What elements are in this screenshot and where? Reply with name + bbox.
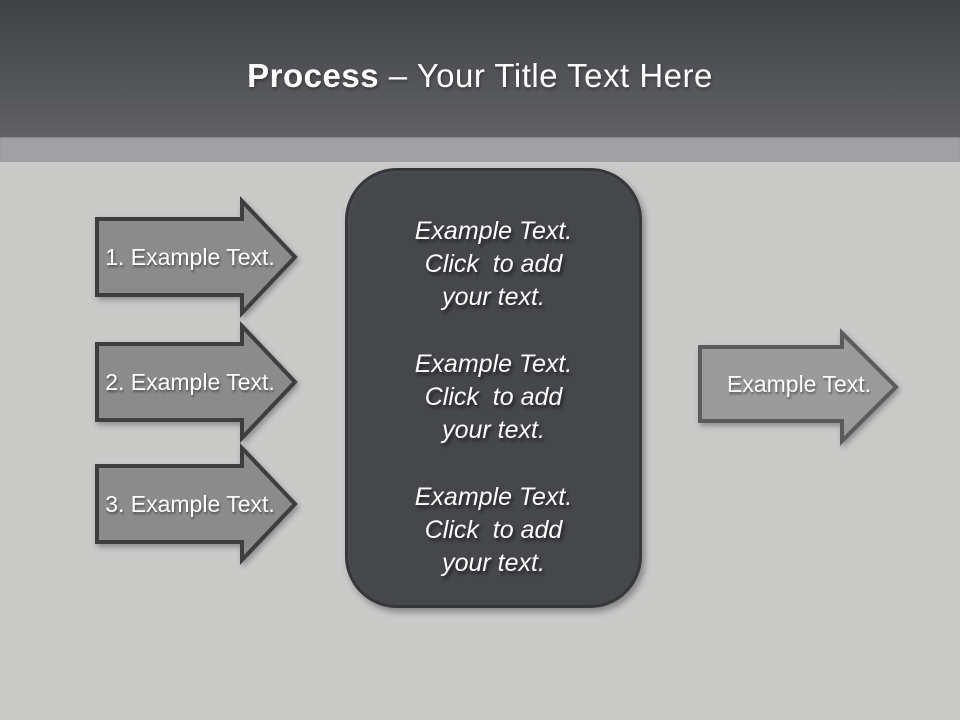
panel-line: Click to add (424, 383, 563, 411)
process-arrow-2-label: 2. Example Text. (105, 368, 275, 395)
header-accent-band (0, 137, 960, 162)
title-emphasis: Process (247, 56, 380, 94)
right-arrow-shape-icon (95, 320, 298, 444)
output-arrow-label: Example Text. (726, 370, 872, 397)
panel-text: Example Text. Click to add your text. Ex… (348, 171, 639, 580)
page-title: Process – Your Title Text Here (247, 43, 713, 95)
process-arrow-1-label: 1. Example Text. (105, 243, 275, 270)
panel-block-3: Example Text. Click to add your text. (348, 481, 639, 580)
panel-line: your text. (442, 283, 545, 311)
panel-line: Example Text. (414, 350, 573, 378)
title-bar: Process – Your Title Text Here (0, 0, 960, 137)
process-arrow-2: 2. Example Text. (95, 320, 299, 444)
panel-block-1: Example Text. Click to add your text. (348, 215, 639, 314)
panel-line: Click to add (424, 516, 563, 544)
right-arrow-shape-icon (698, 328, 899, 446)
center-text-panel: Example Text. Click to add your text. Ex… (345, 168, 642, 608)
panel-block-2: Example Text. Click to add your text. (348, 348, 639, 447)
output-arrow: Example Text. (698, 328, 900, 446)
panel-line: Example Text. (414, 483, 573, 511)
panel-line: your text. (442, 416, 545, 444)
panel-line: your text. (442, 549, 545, 577)
process-arrow-3-label: 3. Example Text. (105, 490, 275, 517)
right-arrow-shape-icon (95, 195, 298, 319)
panel-line: Example Text. (414, 217, 573, 245)
title-rest: – Your Title Text Here (379, 56, 713, 94)
process-arrow-3: 3. Example Text. (95, 442, 299, 566)
right-arrow-shape-icon (95, 442, 298, 566)
panel-line: Click to add (424, 250, 563, 278)
process-arrow-1: 1. Example Text. (95, 195, 299, 319)
